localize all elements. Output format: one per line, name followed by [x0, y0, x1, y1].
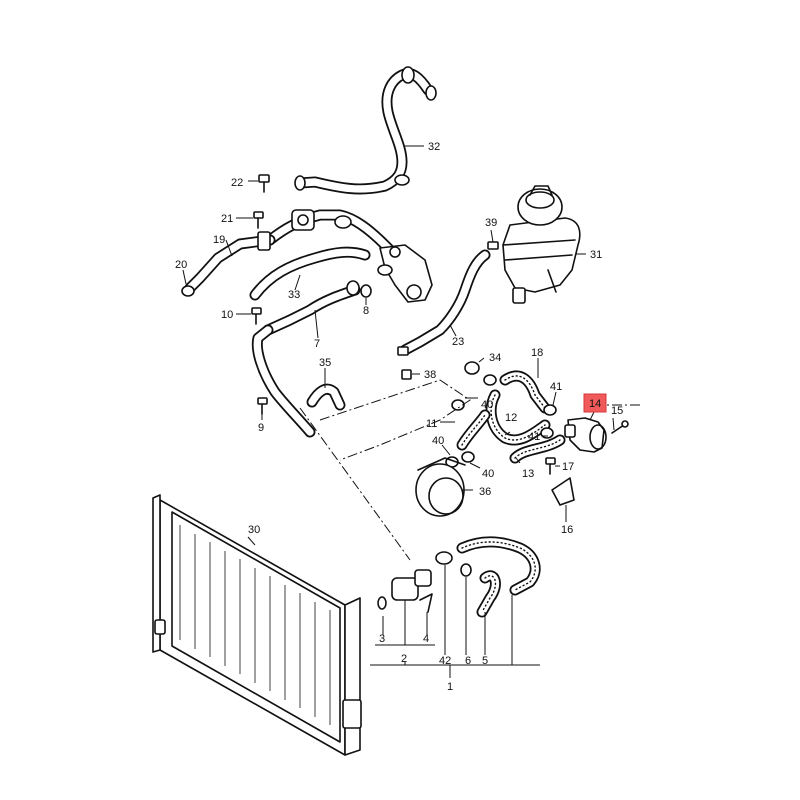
callout-41-upper: 41: [550, 381, 562, 393]
callout-15: 15: [611, 405, 623, 417]
callout-41-lower: 41: [528, 431, 540, 443]
part-31-expansion-tank: [502, 185, 581, 304]
callout-40-lower: 40: [482, 468, 494, 480]
callout-7: 7: [314, 338, 320, 350]
callout-5: 5: [482, 655, 488, 667]
part-2-connector: [391, 569, 432, 601]
callout-4: 4: [423, 633, 429, 645]
part-22-bolt: [258, 174, 270, 193]
callout-labels: 32 22 21 19 20 33 8 10 7 35 9 39 31 23 3…: [175, 141, 623, 693]
part-9-bolt: [257, 397, 268, 415]
callout-14: 14: [589, 398, 601, 410]
callout-32: 32: [428, 141, 440, 153]
part-38-clip: [401, 369, 412, 380]
part-10-pipe: [251, 307, 316, 438]
callout-33: 33: [288, 289, 300, 301]
part-42-clamp: [435, 551, 453, 565]
callout-42: 42: [439, 655, 451, 667]
coolant-pipe-assembly: [264, 209, 433, 303]
callout-11: 11: [426, 418, 437, 430]
callout-40-middle: 40: [432, 435, 444, 447]
callout-22: 22: [231, 177, 243, 189]
part-8-o-ring: [360, 284, 372, 298]
lower-main-hose: [456, 536, 541, 596]
callout-23: 23: [452, 336, 464, 348]
callout-21: 21: [221, 213, 233, 225]
part-32-upper-hose: [294, 66, 437, 195]
part-6-o-ring: [460, 563, 472, 577]
part-3-o-ring: [377, 596, 387, 610]
callout-2: 2: [401, 653, 407, 665]
callout-31: 31: [590, 249, 602, 261]
callout-group-brackets: [370, 565, 540, 678]
leader-lines: [182, 145, 615, 546]
callout-36: 36: [479, 486, 491, 498]
part-14-highlight-marker: [583, 393, 607, 413]
part-15-bolt: [611, 420, 629, 434]
callout-39: 39: [485, 217, 497, 229]
callout-30: 30: [248, 524, 260, 536]
callout-40-upper: 40: [481, 399, 493, 411]
part-7-hose: [262, 280, 361, 336]
callout-20: 20: [175, 259, 187, 271]
part-39-connector: [487, 241, 499, 250]
callout-3: 3: [379, 633, 385, 645]
part-5-hose: [476, 570, 501, 618]
callout-34: 34: [489, 352, 501, 364]
callout-35: 35: [319, 357, 331, 369]
callout-8: 8: [363, 305, 369, 317]
callout-18: 18: [531, 347, 543, 359]
part-21-bolt: [253, 211, 264, 229]
part-14-auxiliary-pump: [564, 417, 607, 453]
part-4-clip: [419, 593, 433, 613]
part-19-hose: [184, 231, 276, 294]
part-30-radiator: [152, 494, 362, 756]
part-36-cooler: [415, 457, 466, 517]
part-13-hose: [509, 434, 566, 464]
callout-38: 38: [424, 369, 436, 381]
callout-10: 10: [221, 309, 233, 321]
callout-13: 13: [522, 468, 534, 480]
part-23-line: [397, 249, 491, 356]
callout-19: 19: [213, 234, 225, 246]
callout-16: 16: [561, 524, 573, 536]
part-33-hose: [249, 246, 371, 301]
part-20-clamp: [181, 285, 195, 297]
callout-1: 1: [447, 681, 453, 693]
part-11-hose: [456, 409, 491, 451]
callout-9: 9: [258, 422, 264, 434]
callout-17: 17: [562, 461, 574, 473]
radiator-fins: [179, 525, 331, 725]
part-16-bracket: [551, 477, 575, 506]
part-18-hose: [499, 370, 551, 414]
part-34-cap: [464, 361, 480, 375]
callout-12: 12: [505, 412, 517, 424]
callout-6: 6: [465, 655, 471, 667]
part-12-hose: [485, 389, 551, 446]
part-17-bolt: [545, 457, 556, 475]
part-35-hose: [306, 383, 346, 411]
